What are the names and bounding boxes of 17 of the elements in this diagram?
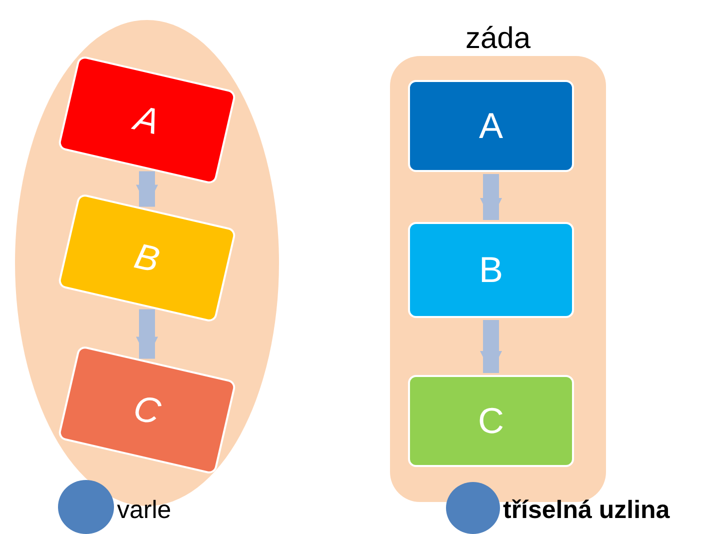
group-heading: záda: [464, 22, 532, 56]
box-label: C: [128, 386, 166, 434]
circle-marker: [446, 482, 500, 534]
arrow: [136, 309, 158, 359]
node-caption: varle: [117, 495, 172, 526]
box-label: B: [478, 248, 504, 292]
box-label: A: [130, 96, 164, 144]
box-label: A: [478, 104, 504, 148]
arrow: [480, 174, 502, 220]
process-box: [408, 80, 574, 172]
box-label: B: [130, 234, 164, 282]
box-label: C: [477, 399, 505, 443]
arrow: [136, 171, 158, 207]
node-caption: tříselná uzlina: [503, 495, 670, 526]
process-box: [408, 375, 574, 467]
arrow: [480, 320, 502, 373]
process-box: [408, 222, 574, 318]
